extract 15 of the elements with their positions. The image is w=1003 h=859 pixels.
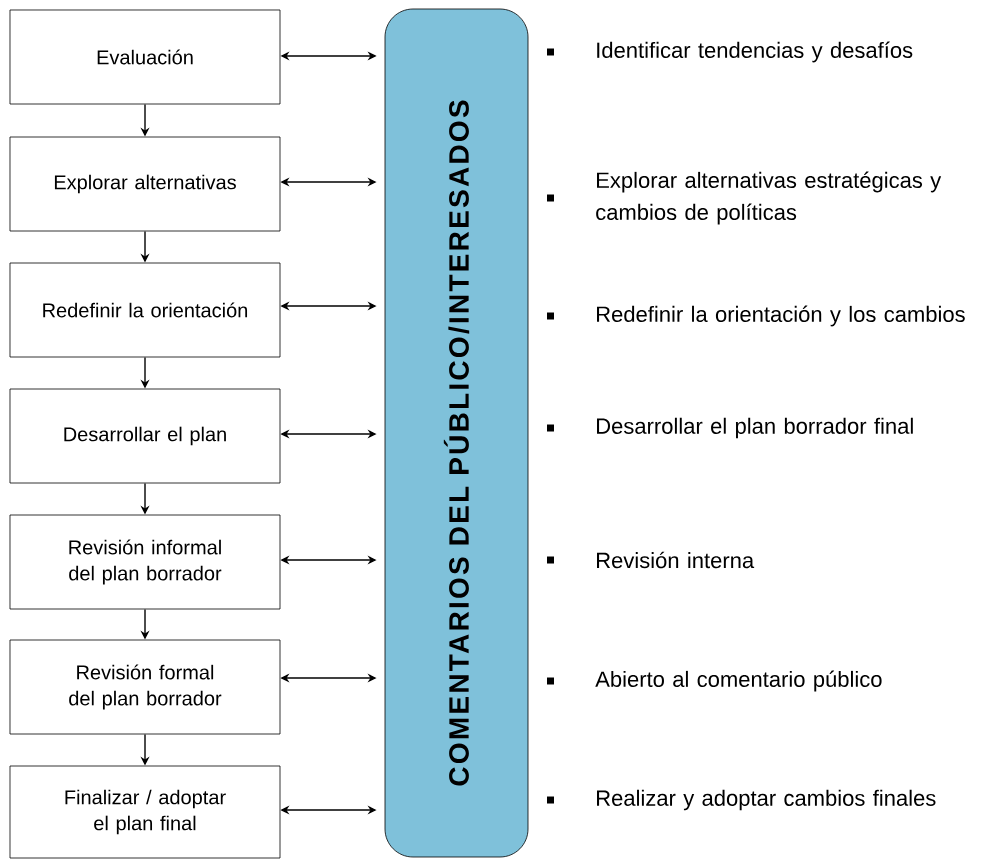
process-box: Revisión formal del plan borrador [9, 639, 281, 735]
bullet-text: Abierto al comentario público [595, 670, 882, 692]
bullet-text: Redefinir la orientación y los cambios [597, 305, 965, 327]
bullet-text: Revisión interna [597, 551, 755, 569]
bullet-text: Explorar alternativas estratégicas y cambios de políticas [596, 171, 942, 225]
process-box: Explorar alternativas [9, 136, 281, 232]
process-box: Finalizar / adoptar el plan final [9, 765, 281, 859]
bullet-text: Realizar y adoptar cambios finales [597, 789, 936, 811]
process-box: Revisión informal del plan borrador [9, 514, 281, 610]
process-box: Evaluación [9, 9, 281, 105]
bullet-text: Identificar tendencias y desafíos [597, 41, 913, 63]
process-box: Desarrollar el plan [9, 388, 281, 484]
feedback-band: COMENTARIOS DEL PÚBLICO/INTERESADOS [384, 8, 529, 858]
process-box: Redefinir la orientación [9, 262, 281, 358]
bullet-text: Desarrollar el plan borrador final [597, 417, 913, 439]
